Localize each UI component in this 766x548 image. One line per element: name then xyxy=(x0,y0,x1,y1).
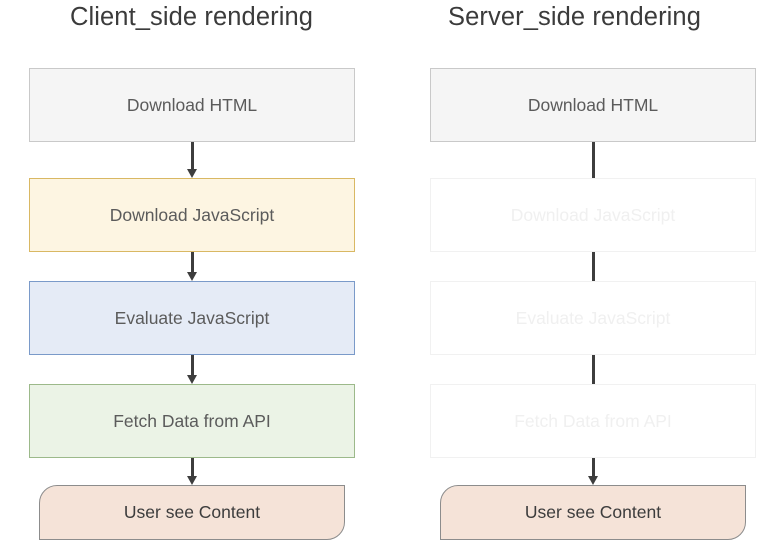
node-client-evaluate-javascript[interactable]: Evaluate JavaScript xyxy=(29,281,355,355)
arrow-line xyxy=(190,355,194,375)
arrow-line xyxy=(190,252,194,272)
node-client-fetch-data-from-api[interactable]: Fetch Data from API xyxy=(29,384,355,458)
column-title-client-side: Client_side rendering xyxy=(69,3,314,31)
arrow-head-icon xyxy=(187,375,197,384)
arrow-head-icon xyxy=(187,272,197,281)
node-server-download-html[interactable]: Download HTML xyxy=(430,68,756,142)
node-client-download-javascript[interactable]: Download JavaScript xyxy=(29,178,355,252)
arrow-line xyxy=(190,458,194,476)
arrow-line xyxy=(190,142,194,169)
node-client-download-html[interactable]: Download HTML xyxy=(29,68,355,142)
column-server-side: Server_side rendering Download HTML Down… xyxy=(383,0,766,548)
column-client-side: Client_side rendering Download HTML Down… xyxy=(29,3,355,540)
node-server-evaluate-javascript-disabled: Evaluate JavaScript xyxy=(430,281,756,355)
arrow-head-icon xyxy=(588,476,598,485)
node-server-fetch-data-from-api-disabled: Fetch Data from API xyxy=(430,384,756,458)
arrow-head-icon xyxy=(187,169,197,178)
node-client-user-see-content[interactable]: User see Content xyxy=(39,485,345,540)
arrow-head-icon xyxy=(187,476,197,485)
node-server-download-javascript-disabled: Download JavaScript xyxy=(430,178,756,252)
node-server-user-see-content[interactable]: User see Content xyxy=(440,485,746,540)
column-title-server-side: Server_side rendering xyxy=(448,3,701,31)
